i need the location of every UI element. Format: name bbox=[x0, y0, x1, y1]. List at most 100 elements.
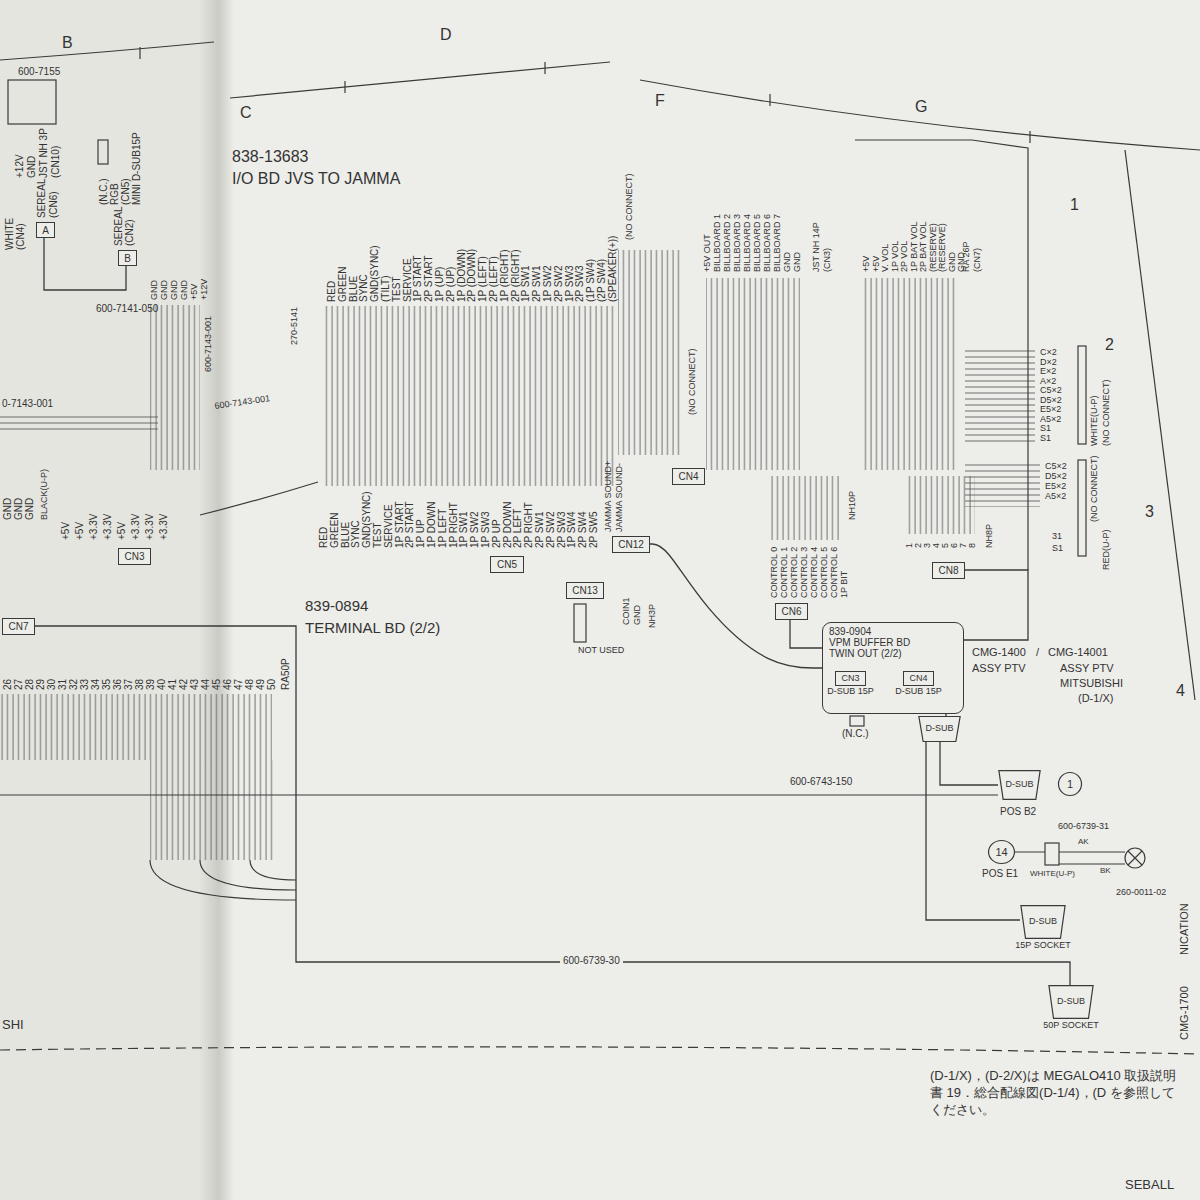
signal-name: S1 bbox=[1040, 434, 1051, 444]
wire-color: (CN4) bbox=[15, 223, 26, 250]
wire-color: WHITE(U-P) bbox=[1090, 396, 1100, 447]
signal-name: +5V bbox=[862, 256, 872, 272]
page-fold bbox=[200, 0, 234, 1200]
signal-name: 2P START bbox=[404, 501, 415, 548]
connector-tag: CN7 bbox=[2, 618, 35, 635]
signal-name: 1P DOWN bbox=[426, 502, 437, 549]
signal-name: 1P UP bbox=[415, 519, 426, 548]
connector-type: 15P SOCKET bbox=[1015, 941, 1070, 951]
note: NOT USED bbox=[578, 646, 624, 656]
signal-name: 2P SW4 bbox=[577, 512, 588, 549]
pin-name: GND bbox=[26, 156, 37, 178]
connector-symbol bbox=[1078, 460, 1086, 556]
pin-name: +5V bbox=[116, 522, 127, 540]
signal-name: BILLBOARD 4 bbox=[743, 214, 753, 272]
wire-bundle bbox=[0, 250, 975, 860]
pin-name: +5V bbox=[60, 522, 71, 540]
connector-symbol bbox=[850, 716, 864, 726]
wire-color: AK bbox=[1078, 838, 1089, 847]
node-label: A bbox=[42, 225, 49, 236]
callout-circle bbox=[1058, 772, 1081, 795]
signal-name: TEST bbox=[372, 522, 383, 548]
connector-tag: B bbox=[118, 250, 137, 266]
signal-name: 1P BIT bbox=[840, 571, 850, 598]
signal-name: 2P SW3 bbox=[574, 266, 585, 303]
signal-name: 1P SW2 bbox=[469, 512, 480, 549]
cable-line bbox=[1012, 852, 1125, 864]
pin-number: 30 bbox=[46, 679, 57, 690]
position-ref: POS B2 bbox=[1000, 806, 1036, 817]
signal-name: C×2 bbox=[1040, 348, 1057, 358]
pin-name: +12V bbox=[14, 154, 25, 178]
cable-line bbox=[964, 570, 1028, 640]
node-label: D-SUB bbox=[1029, 917, 1057, 927]
connector-symbol bbox=[98, 140, 108, 164]
connector-name: (CN5) bbox=[120, 178, 131, 205]
cable-line bbox=[650, 544, 822, 668]
signal-name: 1P START bbox=[412, 255, 423, 302]
pin-number: 44 bbox=[200, 679, 211, 690]
cable-line bbox=[150, 860, 296, 900]
signal-name: A×2 bbox=[1040, 377, 1056, 387]
signal-name: BILLBOARD 1 bbox=[713, 214, 723, 272]
node-label: CN13 bbox=[572, 585, 598, 596]
connector-name: MINI D-SUB15P bbox=[131, 132, 142, 205]
dsub-socket: D-SUB50P SOCKET bbox=[1048, 985, 1094, 1019]
connector-symbol bbox=[574, 604, 586, 642]
wire-bundle bbox=[965, 462, 1040, 507]
note: (NO CONNECT) bbox=[688, 349, 698, 416]
pin-number: 35 bbox=[101, 679, 112, 690]
node-label: CN7 bbox=[8, 621, 28, 632]
signal-name: 2P (UP) bbox=[445, 267, 456, 302]
node-label: D-SUB bbox=[1057, 997, 1085, 1007]
signal-name: (RESERVE) bbox=[929, 223, 939, 272]
pin-name: +3.3V bbox=[88, 514, 99, 540]
wire-bundle bbox=[862, 278, 958, 470]
pin-number: 40 bbox=[156, 679, 167, 690]
callout-number: 1 bbox=[1058, 772, 1082, 796]
node-label: D-SUB bbox=[925, 724, 953, 734]
signal-name: GND bbox=[633, 605, 643, 625]
signal-name: 2P SW2 bbox=[553, 266, 564, 303]
grid-ref: G bbox=[915, 98, 927, 116]
connector-name: SEREAL bbox=[36, 179, 47, 218]
signal-name: (RESERVE) bbox=[938, 223, 948, 272]
fan-symbol bbox=[1125, 848, 1145, 868]
connector-type: D-SUB 15P bbox=[895, 687, 942, 697]
left-page bbox=[0, 0, 214, 1200]
signal-name: 2P VOL bbox=[900, 241, 910, 272]
wire-bundle bbox=[706, 278, 800, 470]
pin-number: 27 bbox=[13, 679, 24, 690]
signal-name: RED bbox=[318, 527, 329, 548]
signal-name: 2P START bbox=[423, 255, 434, 302]
grid-ref: 2 bbox=[1105, 336, 1114, 354]
cable-line bbox=[0, 794, 998, 795]
node-label: CN12 bbox=[618, 539, 644, 550]
signal-name: V. VOL bbox=[881, 244, 891, 272]
board-name: I/O BD JVS TO JAMMA bbox=[232, 170, 400, 188]
signal-name: 2P LEFT bbox=[512, 509, 523, 548]
signal-name: 2P RIGHT bbox=[523, 502, 534, 548]
connector-name: (CN6) bbox=[48, 191, 59, 218]
node-label: CN5 bbox=[497, 559, 517, 570]
grid-ref: D bbox=[440, 26, 452, 44]
dsub-connector: D-SUB bbox=[998, 770, 1041, 800]
signal-name: (TILT) bbox=[380, 276, 391, 302]
pin-number: 47 bbox=[233, 679, 244, 690]
assembly-name: ASSY PTV bbox=[1060, 662, 1114, 674]
signal-name: 2P DOWN bbox=[502, 502, 513, 549]
part-number: 600-6739-30 bbox=[560, 955, 623, 966]
signal-name: 1P SW3 bbox=[480, 512, 491, 549]
part-number: 270-5141 bbox=[290, 307, 300, 345]
connector-tag: CN5 bbox=[490, 556, 524, 573]
pin-name: GND bbox=[170, 280, 180, 300]
part-number: 600-7143-001 bbox=[214, 394, 271, 412]
signal-name: 2P BAT VOL bbox=[919, 221, 929, 272]
node-label: 839-0904 bbox=[829, 626, 957, 637]
wire-color: RED(U-P) bbox=[1102, 530, 1112, 571]
dsub-outline bbox=[1049, 986, 1093, 1019]
signal-name: 2P SW1 bbox=[531, 266, 542, 303]
node-label: 14 bbox=[995, 846, 1007, 858]
connector-tag: CN13 bbox=[566, 582, 604, 599]
